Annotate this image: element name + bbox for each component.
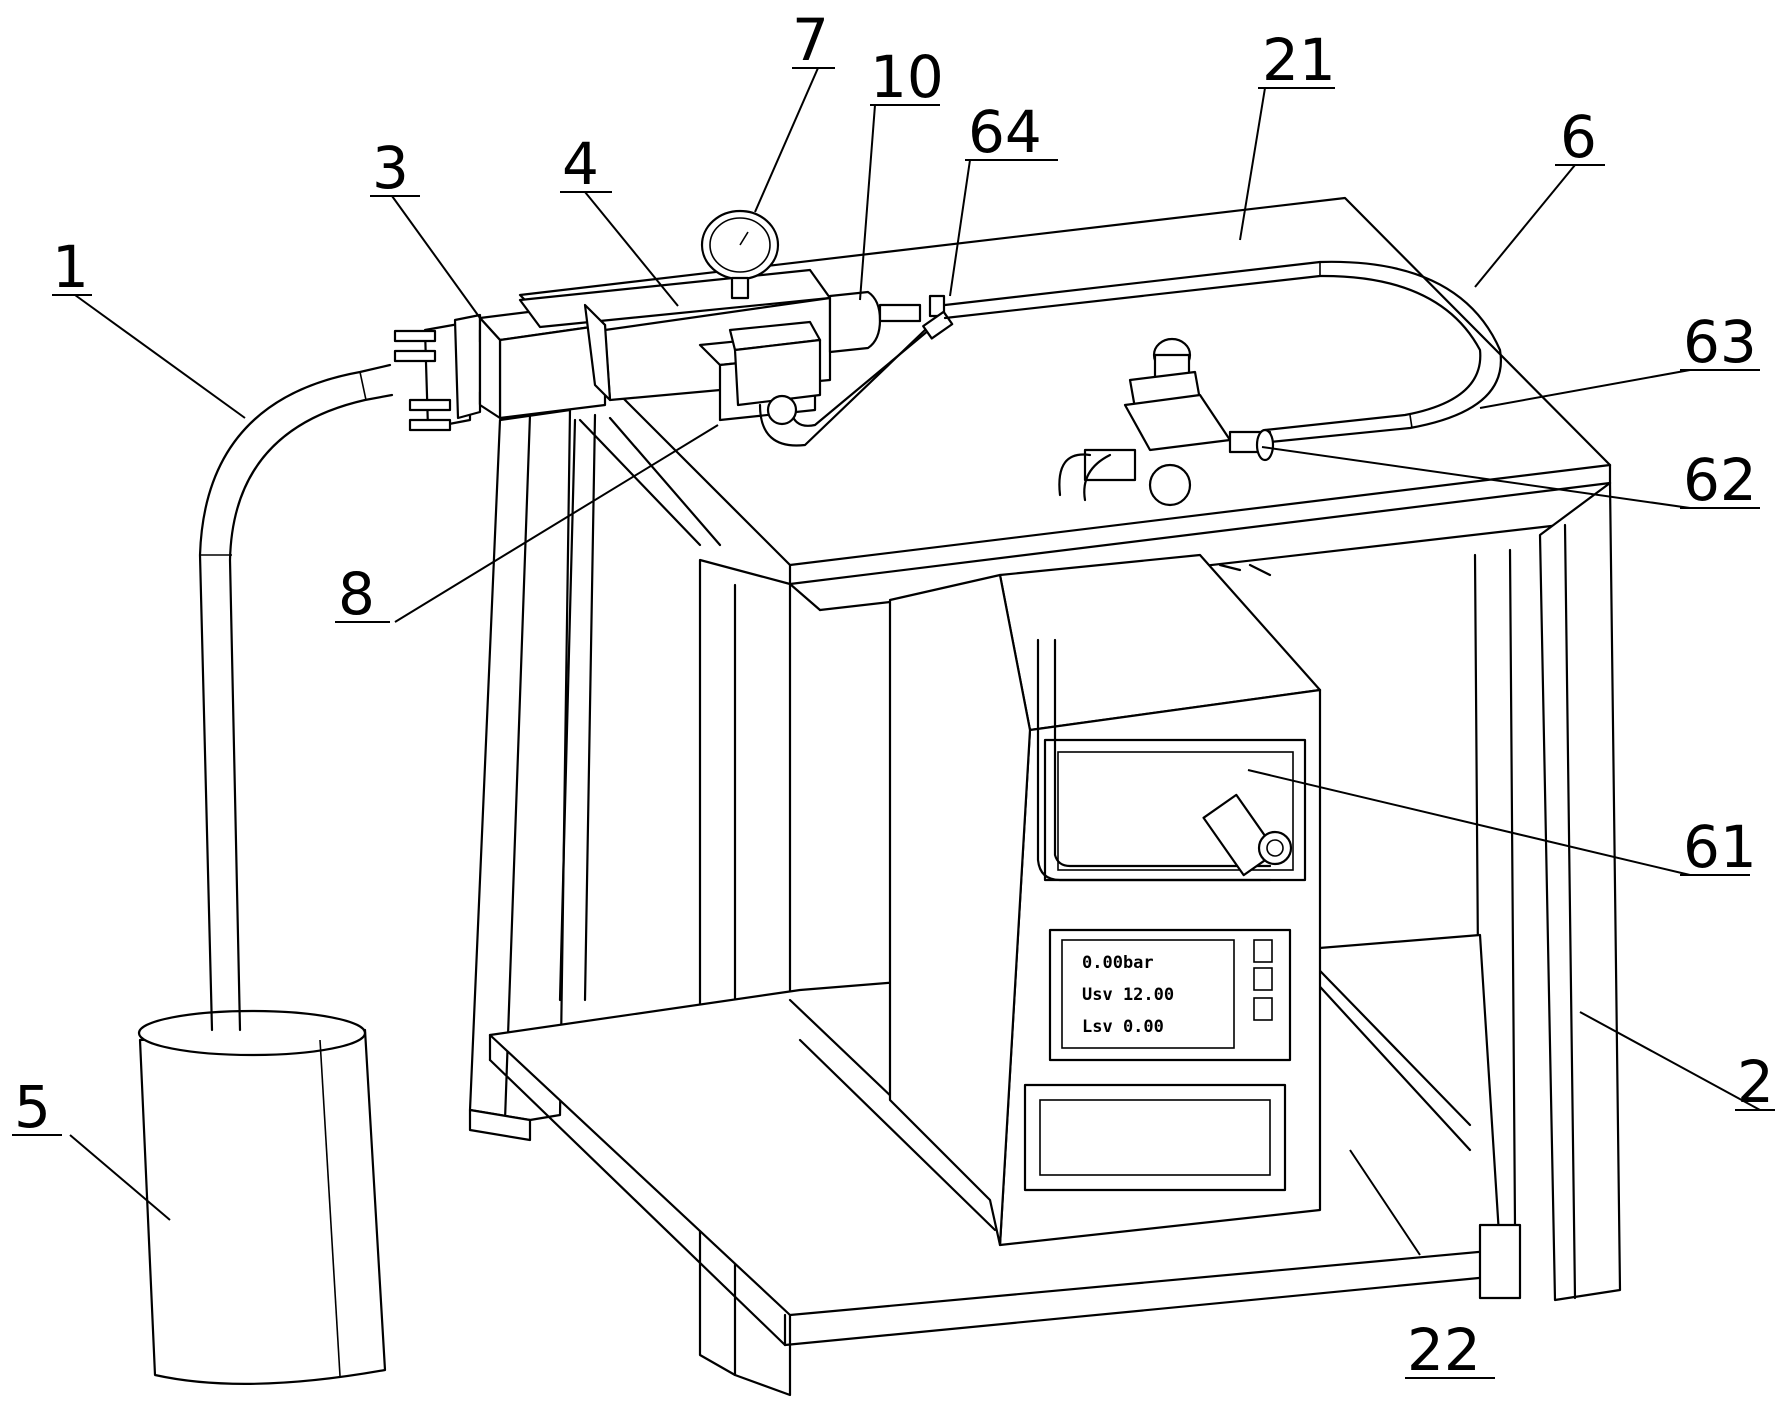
box-side bbox=[888, 573, 1032, 1247]
leader-63 bbox=[1479, 369, 1691, 409]
leader-lines bbox=[69, 67, 1761, 1256]
leader-6 bbox=[1474, 164, 1576, 288]
leader-4 bbox=[584, 191, 679, 307]
filter-10 bbox=[828, 290, 954, 354]
bucket-rim bbox=[137, 1009, 367, 1057]
label-3: 3 bbox=[372, 134, 409, 202]
label-8: 8 bbox=[338, 560, 375, 628]
panel-button-up bbox=[1253, 939, 1273, 963]
table-leg-right bbox=[1538, 481, 1622, 1302]
leader-10 bbox=[859, 104, 876, 301]
label-61: 61 bbox=[1683, 813, 1757, 881]
leader-8 bbox=[394, 424, 719, 623]
display-panel bbox=[1048, 928, 1292, 1062]
leader-64 bbox=[949, 159, 971, 297]
label-62: 62 bbox=[1683, 446, 1757, 514]
leader-7 bbox=[754, 67, 819, 213]
leader-5 bbox=[69, 1134, 171, 1221]
pressure-gauge bbox=[700, 209, 780, 300]
table-leg-left bbox=[468, 408, 572, 1122]
label-1: 1 bbox=[52, 233, 89, 301]
leader-61 bbox=[1247, 769, 1691, 876]
label-5: 5 bbox=[14, 1073, 51, 1141]
leader-22 bbox=[1349, 1149, 1421, 1256]
label-2: 2 bbox=[1737, 1048, 1774, 1116]
label-21: 21 bbox=[1262, 26, 1336, 94]
label-6: 6 bbox=[1560, 103, 1597, 171]
leader-2 bbox=[1579, 1011, 1761, 1111]
label-underlines bbox=[12, 67, 1775, 1379]
inner-fitting bbox=[1036, 638, 1293, 882]
pipe-flange bbox=[393, 313, 504, 432]
leader-62 bbox=[1261, 446, 1691, 509]
bucket-body bbox=[138, 1028, 387, 1385]
label-7: 7 bbox=[792, 6, 829, 74]
display-line-3: Lsv 0.00 bbox=[1082, 1017, 1164, 1037]
display-screen bbox=[1061, 939, 1235, 1049]
box-drawer bbox=[1023, 1083, 1287, 1192]
label-4: 4 bbox=[562, 130, 599, 198]
label-64: 64 bbox=[968, 98, 1042, 166]
control-box: 0.00bar Usv 12.00 Lsv 0.00 bbox=[888, 553, 1322, 1247]
display-line-2: Usv 12.00 bbox=[1082, 985, 1174, 1005]
label-63: 63 bbox=[1683, 308, 1757, 376]
labels: 1 3 4 7 10 64 21 6 63 62 8 61 2 5 22 bbox=[14, 6, 1774, 1384]
block-8 bbox=[698, 320, 937, 447]
hose-6 bbox=[943, 260, 1502, 444]
panel-button-down bbox=[1253, 997, 1273, 1021]
leader-21 bbox=[1239, 87, 1266, 241]
leader-1 bbox=[74, 294, 246, 419]
valve-62 bbox=[1058, 337, 1275, 507]
bucket bbox=[137, 1009, 387, 1385]
panel-button-enter bbox=[1253, 967, 1273, 991]
label-10: 10 bbox=[870, 43, 944, 111]
leader-3 bbox=[391, 195, 481, 319]
suction-pipe bbox=[198, 363, 394, 1032]
display-line-1: 0.00bar bbox=[1082, 953, 1154, 973]
label-22: 22 bbox=[1407, 1316, 1481, 1384]
